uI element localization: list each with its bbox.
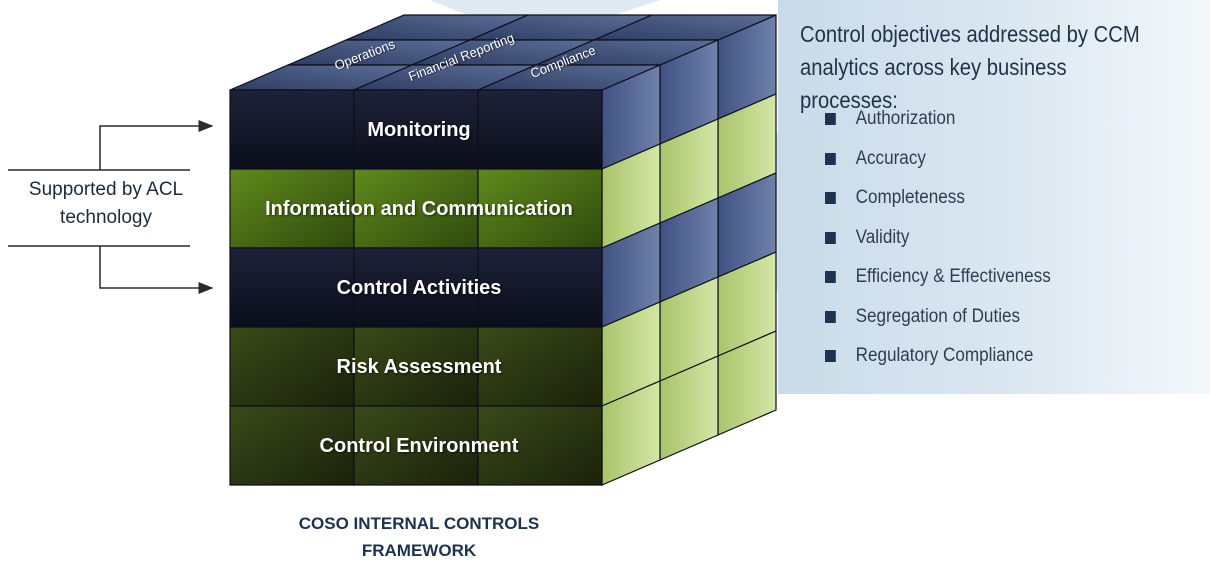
framework-caption: COSO INTERNAL CONTROLS FRAMEWORK [232,510,606,564]
objective-label: Validity [855,226,910,248]
row-label-monitoring: Monitoring [367,119,471,141]
square-bullet-icon [825,350,836,362]
objective-item: Efficiency & Effectiveness [825,262,1051,302]
square-bullet-icon [825,231,836,244]
objective-label: Authorization [855,108,956,129]
objective-item: Authorization [825,104,1051,144]
caption-line2: FRAMEWORK [361,541,477,560]
objectives-panel [778,0,1210,394]
caption-line1: COSO INTERNAL CONTROLS [298,514,540,533]
objectives-title-line2: analytics across key business processes: [800,54,1067,113]
coso-cube [229,14,777,486]
row-label-information-communication: Information and Communication [265,198,573,220]
support-label-line2: technology [60,207,152,228]
objective-item: Completeness [825,183,1051,223]
support-label: Supported by ACL technology [8,176,204,232]
objective-item: Segregation of Duties [825,302,1051,342]
row-label-control-activities: Control Activities [336,277,502,299]
support-bracket [8,120,214,294]
objective-label: Completeness [855,187,965,208]
square-bullet-icon [825,152,836,165]
objective-item: Accuracy [825,144,1051,184]
objective-label: Regulatory Compliance [855,345,1034,366]
objective-label: Accuracy [855,147,926,169]
objective-label: Segregation of Duties [855,305,1021,327]
row-label-risk-assessment: Risk Assessment [336,356,502,378]
support-label-line1: Supported by ACL [28,179,184,200]
square-bullet-icon [825,271,836,283]
square-bullet-icon [825,192,836,204]
objectives-title: Control objectives addressed by CCM anal… [800,18,1156,117]
objectives-list: Authorization Accuracy Completeness Vali… [825,104,1076,381]
cube-front-cell [477,405,603,486]
square-bullet-icon [825,310,836,323]
objective-label: Efficiency & Effectiveness [855,266,1051,287]
objectives-title-line1: Control objectives addressed by CCM [800,21,1140,47]
row-label-control-environment: Control Environment [319,435,519,457]
objective-item: Regulatory Compliance [825,341,1051,381]
objective-item: Validity [825,223,1051,263]
square-bullet-icon [825,113,836,125]
